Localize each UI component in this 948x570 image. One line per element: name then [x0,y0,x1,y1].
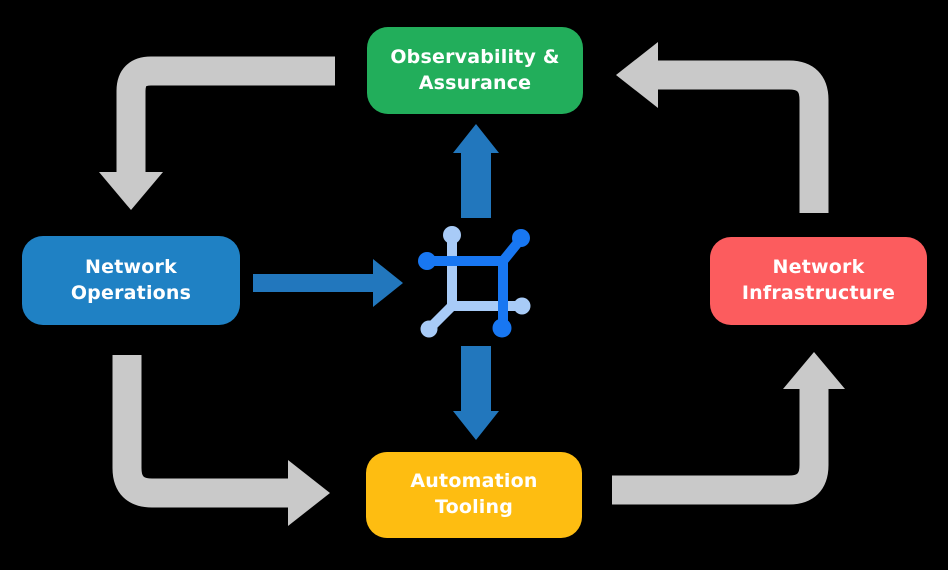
node-label-line: Operations [70,281,192,304]
node-observability-assurance: Observability & Assurance [367,27,583,114]
arrow-automation-to-infrastructure [612,352,845,505]
node-label-line: Tooling [434,496,514,518]
arrow-icon-to-observability [453,124,499,218]
node-label-line: Network [772,256,865,279]
node-label-line: Network [85,255,177,278]
node-label-line: Observability & [390,45,560,68]
arrow-observability-to-operations [99,56,335,210]
arrowhead-up-icon [783,352,845,389]
arrowhead-right-icon [288,460,330,526]
node-label-line: Automation [410,470,538,493]
flow-arrows [253,124,499,440]
icon-dark-branches [418,229,530,338]
node-automation-tooling: Automation Tooling [366,452,582,538]
arrowhead-left-icon [616,42,658,108]
arrowhead-down-icon [99,172,163,210]
arrow-operations-to-icon [253,259,403,307]
node-network-operations: Network Operations [22,236,240,325]
node-network-infrastructure: Network Infrastructure [710,237,927,325]
node-label-line: Infrastructure [741,282,896,304]
cycle-arrows [99,42,845,526]
arrow-operations-to-automation [112,355,330,526]
network-automation-icon [418,226,531,338]
node-label-line: Assurance [418,71,532,94]
arrow-infrastructure-to-observability [616,42,829,213]
arrow-icon-to-automation [453,346,499,440]
